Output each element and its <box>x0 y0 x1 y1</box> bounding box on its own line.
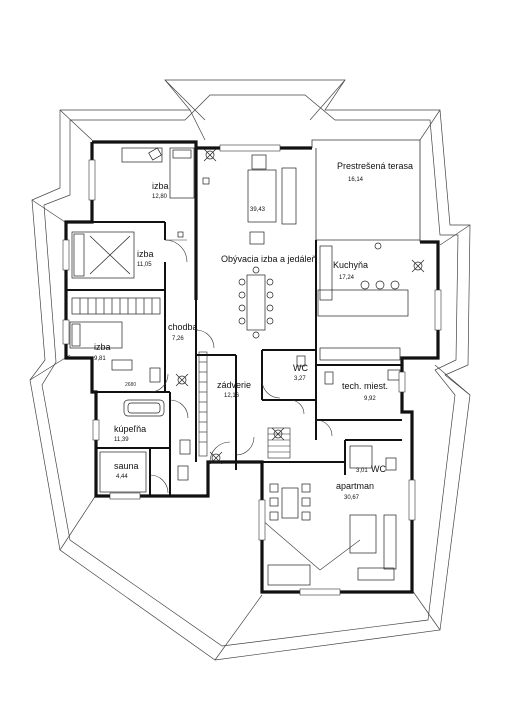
room-area-apartman: 30,67 <box>344 495 360 501</box>
room-name-tech: tech. miest. <box>342 381 388 391</box>
room-name-izba-2: izba <box>137 249 154 259</box>
room-name-chodba: chodba <box>168 322 198 332</box>
room-name-zadverie: zádverie <box>217 380 251 390</box>
room-name-wc-1: WC <box>293 363 308 373</box>
room-area-izba-1: 12,80 <box>152 194 168 200</box>
room-area-izba-3: 9,81 <box>94 356 106 362</box>
room-area-izba-2: 11,05 <box>137 262 152 268</box>
room-name-wc-2: WC <box>371 464 386 474</box>
room-area-wc-1: 3,27 <box>294 376 306 382</box>
room-name-terasa: Prestrešená terasa <box>337 161 413 171</box>
roof-outline <box>29 79 471 661</box>
room-name-obyvacia: Obývacia izba a jedáleň <box>221 254 317 264</box>
room-area-kuchyna: 17,24 <box>339 275 355 281</box>
room-name-apartman: apartman <box>336 481 374 491</box>
room-name-kupelna: kúpeľňa <box>114 424 146 434</box>
interior-walls <box>66 221 402 496</box>
door-swings <box>149 239 333 494</box>
windows <box>62 144 442 596</box>
room-name-izba-1: izba <box>152 181 169 191</box>
room-area-chodba: 7,26 <box>172 336 184 342</box>
dimension-label: 2680 <box>125 382 136 388</box>
furniture <box>69 147 409 586</box>
room-area-obyvacia: 39,43 <box>250 207 266 213</box>
room-area-sauna: 4,44 <box>116 474 128 480</box>
terrace-outline <box>311 139 421 242</box>
room-name-sauna: sauna <box>114 461 139 471</box>
room-name-izba-3: izba <box>94 342 111 352</box>
fixture-symbols <box>175 148 425 465</box>
room-area-kupelna: 11,39 <box>114 437 129 443</box>
room-area-zadverie: 12,16 <box>224 393 240 399</box>
stair-hatch <box>198 351 291 459</box>
room-name-kuchyna: Kuchyňa <box>333 260 368 270</box>
room-area-wc-2: 3,01 <box>356 468 368 474</box>
room-area-tech: 9,92 <box>364 396 376 402</box>
room-area-terasa: 16,14 <box>348 177 364 183</box>
